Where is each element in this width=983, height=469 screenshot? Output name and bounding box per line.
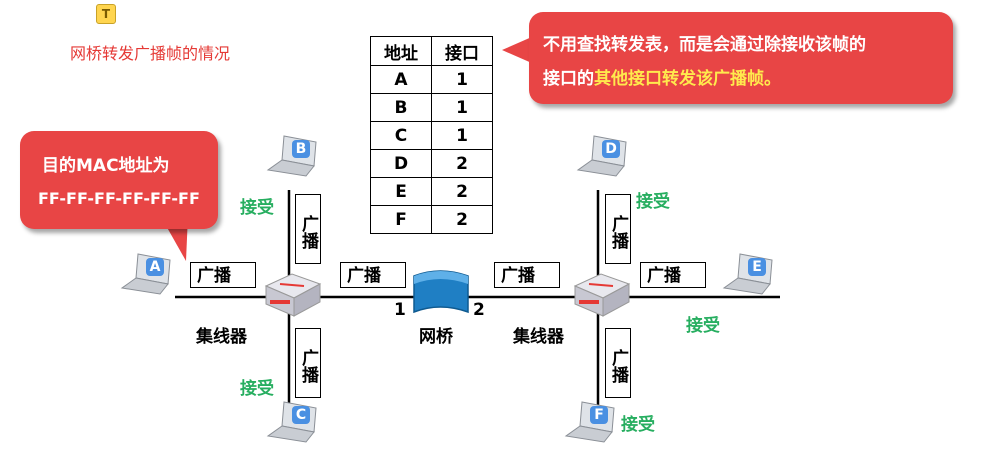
text-note-icon[interactable]: T xyxy=(96,4,116,24)
table-header-address: 地址 xyxy=(370,36,432,66)
broadcast-box-left-bridge: 广播 xyxy=(340,262,406,288)
table-cell-port: 2 xyxy=(431,177,493,206)
receive-label-b: 接受 xyxy=(240,198,274,218)
laptop-icon xyxy=(722,253,773,295)
host-c: C xyxy=(262,398,328,454)
receive-label-d: 接受 xyxy=(636,192,670,212)
receive-label-e: 接受 xyxy=(686,316,720,336)
diagram-caption: 网桥转发广播帧的情况 xyxy=(70,44,231,63)
broadcast-box-b-text: 广播 xyxy=(298,215,318,249)
laptop-icon xyxy=(266,135,317,177)
callout-forward-rule-line2-b: 其他接口转发该广播帧。 xyxy=(594,69,781,89)
broadcast-box-bridge-right: 广播 xyxy=(494,262,560,288)
table-cell-port: 1 xyxy=(431,65,493,94)
table-cell-port: 2 xyxy=(431,205,493,234)
receive-label-c: 接受 xyxy=(240,379,274,399)
table-cell-port: 1 xyxy=(431,93,493,122)
bridge-port-1: 1 xyxy=(394,300,406,320)
broadcast-box-d-text: 广播 xyxy=(608,215,628,249)
laptop-icon xyxy=(266,401,317,443)
laptop-icon xyxy=(564,401,615,443)
host-c-badge: C xyxy=(295,407,307,423)
broadcast-box-e: 广播 xyxy=(640,262,706,288)
host-b-badge: B xyxy=(295,141,307,157)
bridge-label: 网桥 xyxy=(419,327,453,347)
host-b: B xyxy=(262,132,328,188)
laptop-icon xyxy=(120,253,171,295)
table-cell-address: E xyxy=(370,177,432,206)
table-cell-address: F xyxy=(370,205,432,234)
broadcast-box-c-text: 广播 xyxy=(298,349,318,383)
callout-forward-rule: 不用查找转发表，而是会通过除接收该帧的 接口的其他接口转发该广播帧。 xyxy=(529,12,953,104)
callout-dest-mac-line1: 目的MAC地址为 xyxy=(42,156,170,176)
broadcast-box-f: 广播 xyxy=(605,328,631,398)
hub-left-icon xyxy=(264,273,322,317)
host-d: D xyxy=(572,132,638,188)
hub-right-label: 集线器 xyxy=(513,327,564,347)
table-cell-address: C xyxy=(370,121,432,150)
broadcast-box-d: 广播 xyxy=(605,194,631,264)
broadcast-box-b: 广播 xyxy=(295,194,321,264)
bridge-icon xyxy=(413,270,469,314)
broadcast-box-f-text: 广播 xyxy=(608,349,628,383)
callout-right-tail xyxy=(502,36,534,64)
host-f: F xyxy=(560,398,626,454)
laptop-icon xyxy=(576,135,627,177)
callout-dest-mac: 目的MAC地址为 FF-FF-FF-FF-FF-FF xyxy=(20,131,218,229)
hub-left-label: 集线器 xyxy=(196,327,247,347)
host-d-badge: D xyxy=(605,141,617,157)
host-f-badge: F xyxy=(594,407,604,423)
table-header-row: 地址 接口 xyxy=(370,36,493,66)
callout-forward-rule-line1: 不用查找转发表，而是会通过除接收该帧的 xyxy=(543,35,866,55)
host-e-badge: E xyxy=(752,259,762,275)
hub-right-icon xyxy=(573,273,631,317)
broadcast-box-a: 广播 xyxy=(190,262,256,288)
callout-dest-mac-line2: FF-FF-FF-FF-FF-FF xyxy=(38,189,200,208)
callout-forward-rule-line2-a: 接口的 xyxy=(543,69,594,89)
host-a: A xyxy=(116,250,182,306)
table-cell-address: A xyxy=(370,65,432,94)
table-cell-address: D xyxy=(370,149,432,178)
bridge-port-2: 2 xyxy=(473,300,485,320)
receive-label-f: 接受 xyxy=(621,415,655,435)
host-e: E xyxy=(718,250,784,306)
host-a-badge: A xyxy=(149,259,161,275)
callout-forward-rule-line2: 接口的其他接口转发该广播帧。 xyxy=(543,64,781,89)
table-header-port: 接口 xyxy=(431,36,493,66)
table-cell-port: 2 xyxy=(431,149,493,178)
broadcast-box-c: 广播 xyxy=(295,328,321,398)
